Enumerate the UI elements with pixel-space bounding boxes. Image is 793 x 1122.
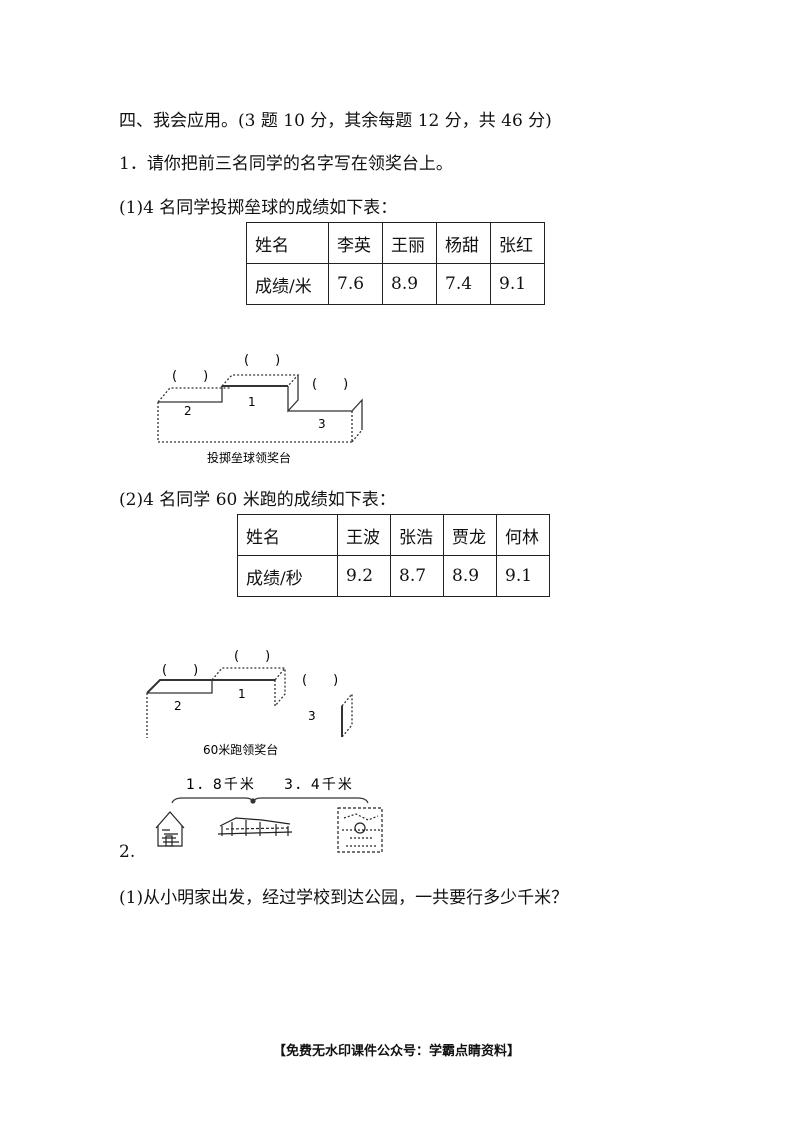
header-label: 姓名 (246, 222, 329, 264)
podium-blank-rank3: ( ) (302, 673, 338, 688)
name-cell: 张浩 (390, 514, 444, 556)
question-1-prompt: 1．请你把前三名同学的名字写在领奖台上。 (119, 154, 453, 174)
podium-caption: 60米跑领奖台 (203, 742, 278, 757)
softball-score-table: 姓名 李英 王丽 杨甜 张红 成绩/米 7.6 8.9 7.4 9.1 (246, 222, 545, 305)
name-cell: 杨甜 (436, 222, 491, 264)
score-cell: 7.6 (328, 263, 383, 305)
name-cell: 王丽 (382, 222, 437, 264)
park-icon (337, 807, 383, 853)
name-cell: 张红 (490, 222, 545, 264)
name-cell: 贾龙 (443, 514, 497, 556)
name-cell: 王波 (337, 514, 391, 556)
name-cell: 李英 (328, 222, 383, 264)
sprint-score-table: 姓名 王波 张浩 贾龙 何林 成绩/秒 9.2 8.7 8.9 9.1 (237, 514, 550, 597)
row-label: 成绩/秒 (237, 555, 338, 597)
house-icon (155, 811, 185, 847)
podium-caption: 投掷垒球领奖台 (207, 450, 291, 465)
podium-blank-rank2: ( ) (172, 369, 208, 384)
score-cell: 9.2 (337, 555, 391, 597)
name-cell: 何林 (496, 514, 550, 556)
podium-blank-rank1: ( ) (234, 649, 270, 664)
podium-blank-rank1: ( ) (244, 353, 280, 368)
podium-rank-1: 1 (248, 395, 256, 409)
score-cell: 9.1 (490, 263, 545, 305)
score-cell: 8.9 (443, 555, 497, 597)
podium-rank-2: 2 (184, 404, 192, 418)
score-cell: 8.9 (382, 263, 437, 305)
school-icon (217, 817, 293, 836)
question-1-part2-intro: (2)4 名同学 60 米跑的成绩如下表： (119, 490, 396, 510)
footer-note: 【免费无水印课件公众号：学霸点睛资料】 (272, 1044, 520, 1059)
podium-rank-3: 3 (308, 709, 316, 723)
podium-blank-rank3: ( ) (312, 377, 348, 392)
question-1-part1-intro: (1)4 名同学投掷垒球的成绩如下表： (119, 198, 398, 218)
table-row: 成绩/米 7.6 8.9 7.4 9.1 (246, 263, 545, 305)
table-row: 姓名 李英 王丽 杨甜 张红 (246, 222, 545, 264)
distance-home-to-school: 1．8千米 (186, 777, 256, 793)
podium-blank-rank2: ( ) (162, 663, 198, 678)
podium-rank-2: 2 (174, 699, 182, 713)
score-cell: 9.1 (496, 555, 550, 597)
section-heading: 四、我会应用。(3 题 10 分，其余每题 12 分，共 46 分) (119, 111, 552, 131)
row-label: 成绩/米 (246, 263, 329, 305)
distance-school-to-park: 3．4千米 (284, 777, 354, 793)
table-row: 成绩/秒 9.2 8.7 8.9 9.1 (237, 555, 550, 597)
score-cell: 7.4 (436, 263, 491, 305)
podium-rank-1: 1 (238, 687, 246, 701)
score-cell: 8.7 (390, 555, 444, 597)
header-label: 姓名 (237, 514, 338, 556)
table-row: 姓名 王波 张浩 贾龙 何林 (237, 514, 550, 556)
podium-rank-3: 3 (318, 417, 326, 431)
question-2-part1: (1)从小明家出发，经过学校到达公园，一共要行多少千米？ (119, 888, 569, 908)
question-2-number: 2. (119, 842, 136, 862)
